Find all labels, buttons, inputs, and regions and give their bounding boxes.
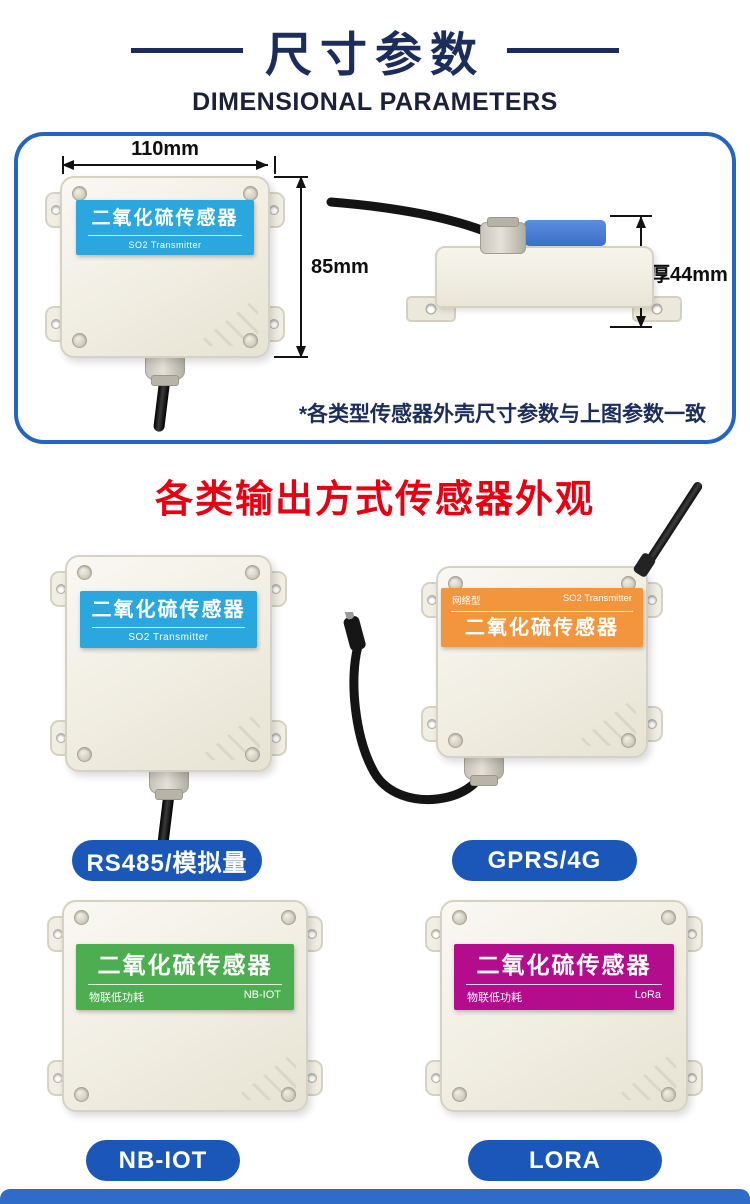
label-divider (466, 983, 662, 985)
sensor-lora: 二氧化硫传感器 物联低功耗 LoRa (425, 900, 703, 1112)
cable-gland (148, 768, 189, 794)
extension-line (274, 156, 276, 174)
extension-line (610, 215, 652, 217)
section-heading: 各类输出方式传感器外观 (154, 479, 595, 521)
title-line-right (507, 48, 619, 53)
screw-bottom-right (245, 747, 260, 762)
screw-top-left (452, 910, 467, 925)
dim-depth-label: 厚44mm (650, 264, 728, 286)
dim-width-label: 110mm (131, 138, 199, 160)
screw-top-right (245, 565, 260, 580)
label-protocol: LoRa (634, 988, 661, 1001)
screw-top-right (661, 910, 676, 925)
product-label: 二氧化硫传感器 物联低功耗 LoRa (454, 944, 674, 1010)
product-label-title: 二氧化硫传感器 (91, 599, 246, 621)
dimension-spec-box: 110mm 二氧化硫传感器 SO2 Transmitter (14, 132, 736, 444)
sensor-front-view: 二氧化硫传感器 SO2 Transmitter (45, 176, 285, 433)
dim-height-label: 85mm (311, 256, 369, 278)
extension-line (274, 176, 308, 178)
page-subtitle: DIMENSIONAL PARAMETERS (192, 88, 558, 116)
screw-bottom-left (448, 733, 463, 748)
header: 尺寸参数 (0, 16, 750, 85)
side-view-diagram: 厚44mm (326, 197, 728, 352)
side-label-edge (524, 220, 606, 246)
product-label: 二氧化硫传感器 物联低功耗 NB-IOT (76, 944, 294, 1010)
label-bottom-row: 物联低功耗 LoRa (464, 989, 664, 1005)
cable-gland (480, 217, 526, 254)
label-divider (451, 611, 633, 612)
screw-top-right (243, 186, 258, 201)
screw-bottom-right (281, 1087, 296, 1102)
page-title: 尺寸参数 (265, 28, 485, 81)
screw-top-left (74, 910, 89, 925)
screw-bottom-right (621, 733, 636, 748)
title-line-left (131, 48, 243, 53)
variant-button-nbiot: NB-IOT (86, 1140, 240, 1181)
screw-top-left (77, 565, 92, 580)
screw-bottom-left (74, 1087, 89, 1102)
dim-width-arrow (62, 164, 268, 166)
label-top-row: 网络型 SO2 Transmitter (449, 593, 635, 607)
product-label-title: 二氧化硫传感器 (97, 952, 273, 978)
product-label-subtitle: SO2 Transmitter (128, 239, 202, 250)
label-power-mode: 物联低功耗 (467, 991, 522, 1004)
extension-line (62, 156, 64, 174)
label-divider (88, 234, 242, 236)
bottom-bar (0, 1189, 750, 1204)
label-power-mode: 物联低功耗 (89, 991, 144, 1004)
dim-height-arrow (300, 176, 302, 358)
cable-gland (145, 354, 185, 380)
label-transmitter: SO2 Transmitter (562, 593, 632, 604)
sensor-gprs: 网络型 SO2 Transmitter 二氧化硫传感器 (343, 480, 704, 805)
label-divider (92, 627, 245, 628)
extension-line (610, 326, 652, 328)
product-label: 二氧化硫传感器 SO2 Transmitter (76, 200, 254, 255)
spec-note: *各类型传感器外壳尺寸参数与上图参数一致 (298, 403, 706, 426)
product-label-title: 二氧化硫传感器 (465, 617, 619, 639)
sensor-side-body (435, 246, 654, 308)
extension-line (274, 356, 308, 358)
front-view-diagram: 110mm 二氧化硫传感器 SO2 Transmitter (45, 138, 369, 438)
label-network-type: 网络型 (452, 596, 481, 607)
screw-top-left (72, 186, 87, 201)
variant-button-rs485: RS485/模拟量 (72, 840, 262, 881)
screw-top-right (281, 910, 296, 925)
product-label-title: 二氧化硫传感器 (476, 952, 652, 978)
screw-bottom-right (661, 1087, 676, 1102)
variant-button-lora: LORA (468, 1140, 662, 1181)
power-cable (343, 612, 489, 805)
label-protocol: NB-IOT (243, 988, 281, 1001)
screw-bottom-left (452, 1087, 467, 1102)
screw-bottom-left (72, 333, 87, 348)
label-bottom-row: 物联低功耗 NB-IOT (86, 989, 284, 1005)
product-label-title: 二氧化硫传感器 (91, 208, 239, 229)
label-divider (88, 983, 282, 985)
variant-button-gprs: GPRS/4G (452, 840, 637, 881)
sensor-rs485: 二氧化硫传感器 SO2 Transmitter (50, 555, 287, 853)
product-label-subtitle: SO2 Transmitter (128, 632, 209, 643)
product-label: 二氧化硫传感器 SO2 Transmitter (80, 591, 257, 648)
screw-bottom-right (243, 333, 258, 348)
dc-plug (343, 612, 366, 651)
screw-bottom-left (77, 747, 92, 762)
sensor-nbiot: 二氧化硫传感器 物联低功耗 NB-IOT (47, 900, 323, 1112)
product-label: 网络型 SO2 Transmitter 二氧化硫传感器 (441, 588, 643, 647)
